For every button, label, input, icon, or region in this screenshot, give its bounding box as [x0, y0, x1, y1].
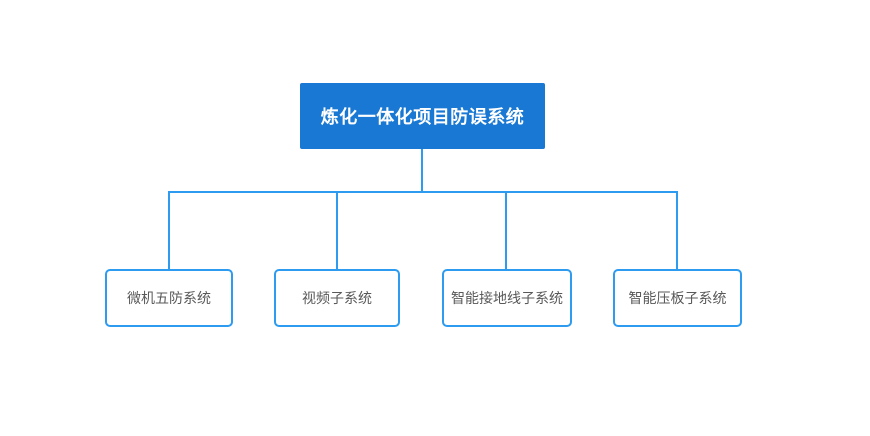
child-node-label: 微机五防系统	[127, 290, 211, 306]
connector-child-4-vertical	[676, 191, 678, 269]
connector-child-1-vertical	[168, 191, 170, 269]
child-node-label: 视频子系统	[302, 290, 372, 306]
child-node-label: 智能接地线子系统	[451, 290, 563, 306]
root-node[interactable]: 炼化一体化项目防误系统	[300, 83, 545, 149]
connector-root-vertical	[421, 149, 423, 193]
connector-child-3-vertical	[505, 191, 507, 269]
connector-child-2-vertical	[336, 191, 338, 269]
child-node-video-subsystem[interactable]: 视频子系统	[274, 269, 400, 327]
connector-horizontal-bus	[168, 191, 678, 193]
child-node-grounding-wire-subsystem[interactable]: 智能接地线子系统	[442, 269, 572, 327]
root-node-label: 炼化一体化项目防误系统	[320, 107, 525, 127]
child-node-label: 智能压板子系统	[628, 290, 727, 306]
child-node-wuji-wufang[interactable]: 微机五防系统	[105, 269, 233, 327]
child-node-pressure-plate-subsystem[interactable]: 智能压板子系统	[613, 269, 742, 327]
